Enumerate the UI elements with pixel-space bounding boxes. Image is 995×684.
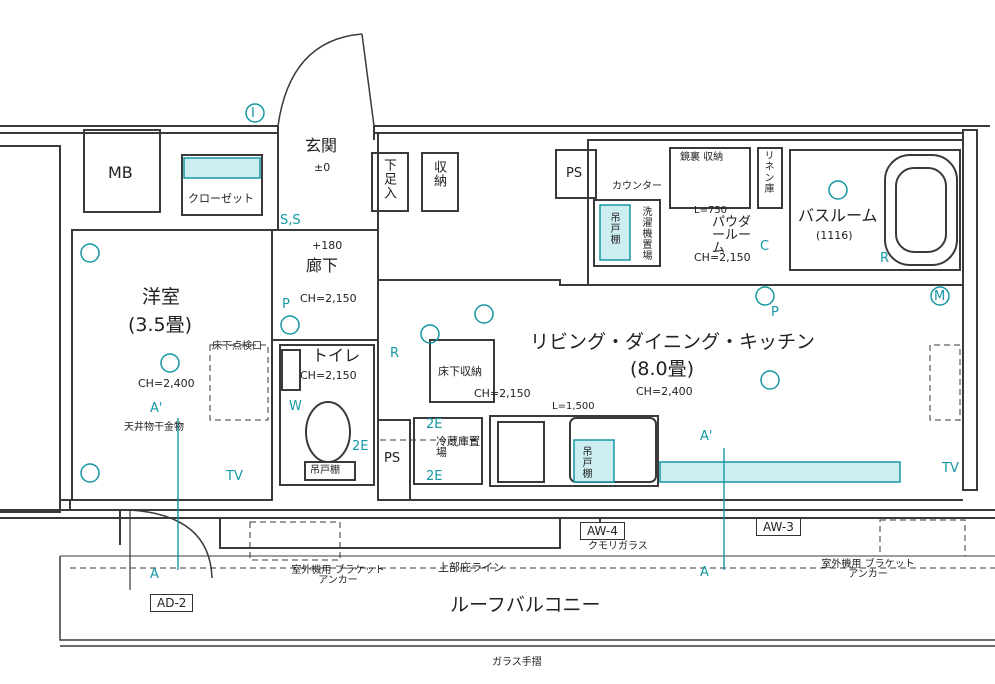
marker-p-hall: P (282, 297, 290, 312)
balcony-label: ルーフバルコニー (450, 594, 601, 616)
upper-floor-line-label: 上部庇ライン (438, 561, 504, 574)
storage-label: 収納 (431, 160, 446, 188)
l1500-label: L=1,500 (552, 401, 595, 412)
ceiling-hanger-label: 天井物干金物 (124, 422, 184, 433)
fridge-label: 冷蔵庫置場 (436, 435, 480, 459)
door-ad2-tag: AD-2 (150, 594, 194, 613)
toilet-ch: CH=2,150 (300, 369, 357, 382)
marker-i: I (251, 106, 255, 121)
genkan-level: ±0 (314, 161, 331, 174)
marker-m: M (934, 289, 946, 304)
shoe-box-label: 下足入 (381, 158, 396, 200)
toilet-label: トイレ (312, 346, 361, 365)
marker-w: W (289, 399, 302, 414)
bracket-anchor-right: 室外機用 ブラケットアンカー (821, 559, 915, 580)
ps-upper-label: PS (566, 166, 583, 181)
ldk-label: リビング・ダイニング・キッチン (530, 331, 816, 353)
mirror-storage-label: 鏡裏 収納 (680, 152, 724, 163)
marker-tv-left: TV (226, 469, 243, 484)
marker-2e-fridge-top: 2E (426, 417, 443, 432)
bathroom-size: (1116) (816, 229, 853, 242)
ldk-size: (8.0畳) (630, 358, 695, 380)
hallway-label: 廊下 (306, 256, 339, 275)
genkan-label: 玄関 (305, 136, 338, 155)
marker-r-right: R (880, 251, 890, 266)
western-label: 洋室 (142, 286, 181, 308)
marker-p-ldk: P (771, 305, 779, 320)
ps-lower-label: PS (384, 451, 401, 466)
frosted-glass-label: クモリガラス (588, 541, 648, 552)
kitchen-ch: CH=2,150 (474, 387, 531, 400)
counter-label: カウンター (612, 181, 662, 192)
window-aw4-tag: AW-4 (580, 522, 625, 541)
closet-label: クローゼット (188, 192, 254, 205)
linen-label: リネン庫 (762, 150, 773, 194)
marker-c: C (760, 239, 770, 254)
bracket-anchor-left: 室外機用 ブラケットアンカー (291, 565, 385, 586)
ldk-ch: CH=2,400 (636, 385, 693, 398)
marker-ss: S,S (280, 213, 301, 228)
window-aw3-tag: AW-3 (756, 518, 801, 537)
section-a-bottom-right: A (700, 565, 709, 580)
laundry-label: 洗濯機置場 (640, 206, 651, 261)
marker-2e-toilet: 2E (352, 439, 369, 454)
glass-railing-label: ガラス手摺 (492, 657, 542, 668)
kitchen-shelf-label: 吊戸棚 (580, 446, 591, 479)
powder-room-label: パウダールーム (712, 215, 752, 256)
section-a-bottom-left: A (150, 567, 159, 582)
western-ch: CH=2,400 (138, 377, 195, 390)
marker-tv-right: TV (942, 461, 959, 476)
section-a-top-left: A' (150, 401, 163, 416)
floor-hatch-label: 床下点検口 (212, 341, 262, 352)
l750-label: L=750 (694, 205, 728, 216)
hanging-shelf-label: 吊戸棚 (608, 212, 619, 245)
marker-2e-fridge-bottom: 2E (426, 469, 443, 484)
western-size: (3.5畳) (128, 314, 193, 336)
hallway-ch: CH=2,150 (300, 292, 357, 305)
floor-storage-label: 床下収納 (438, 365, 482, 378)
mb-label: MB (108, 163, 133, 182)
bathroom-label: バスルーム (798, 206, 878, 225)
powder-ch: CH=2,150 (694, 251, 751, 264)
hallway-level: +180 (312, 239, 343, 252)
section-a-top-right: A' (700, 429, 713, 444)
toilet-shelf-label: 吊戸棚 (310, 465, 340, 476)
marker-r-left: R (390, 346, 400, 361)
